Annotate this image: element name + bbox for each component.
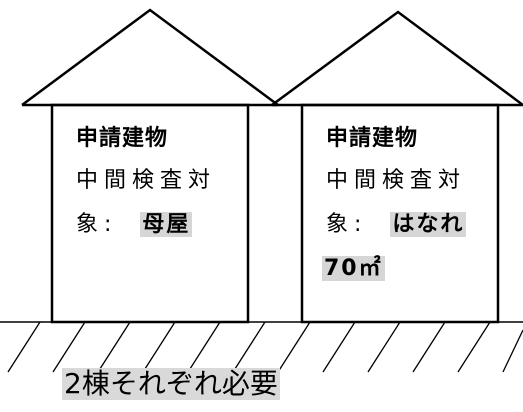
right-house-area-row: 70㎡ — [322, 256, 466, 281]
left-house-line1: 中間検査対 — [76, 168, 217, 193]
right-house-title: 申請建物 — [326, 126, 419, 151]
left-house-line2: 象: 母屋 — [76, 212, 216, 237]
right-house-area: 70㎡ — [322, 256, 385, 281]
right-house-line2: 象: はなれ — [326, 212, 467, 237]
left-house-highlight: 母屋 — [140, 212, 193, 237]
right-house-line2-prefix: 象: — [326, 212, 368, 237]
footer-caption: 2棟それぞれ必要 — [62, 367, 280, 401]
right-roof — [271, 10, 523, 107]
ground-hatching — [7, 321, 523, 373]
left-house-title: 申請建物 — [76, 126, 169, 151]
left-roof — [21, 8, 279, 107]
right-house-highlight: はなれ — [390, 212, 467, 237]
right-house-line1: 中間検査対 — [326, 168, 467, 193]
right-house-label: 申請建物 中間検査対 象: はなれ 70㎡ — [322, 120, 467, 281]
left-house-label: 申請建物 中間検査対 象: 母屋 — [76, 120, 217, 237]
left-house-line2-prefix: 象: — [76, 212, 118, 237]
